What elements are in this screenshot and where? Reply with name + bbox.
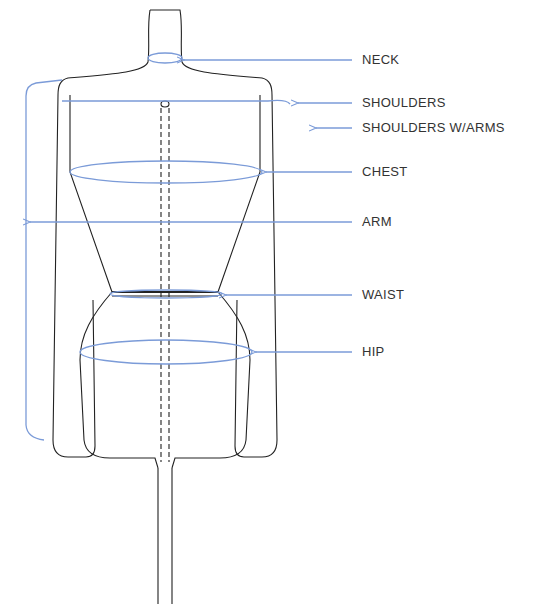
measurement-lines <box>26 53 352 440</box>
measurement-label: WAIST <box>360 287 406 303</box>
measurement-label: SHOULDERS <box>360 95 448 111</box>
measurement-label: HIP <box>360 344 387 360</box>
measurement-label: CHEST <box>360 164 410 180</box>
mannequin-outline <box>53 10 277 604</box>
measurement-label: SHOULDERS W/ARMS <box>360 120 507 136</box>
measurement-label: NECK <box>360 52 401 68</box>
measurement-label: ARM <box>360 214 394 230</box>
